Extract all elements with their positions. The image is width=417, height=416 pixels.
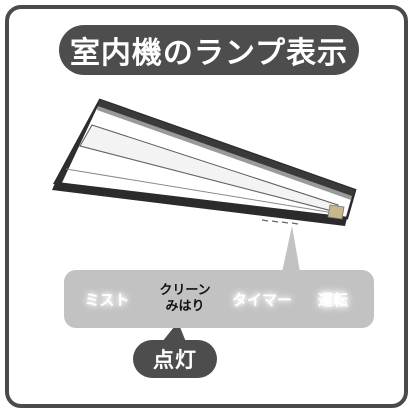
unit-panel-line	[79, 145, 337, 213]
lamp-operation: 運転	[300, 270, 366, 328]
lamp-operation-label: 運転	[317, 290, 348, 309]
lamp-display-panel: ミスト クリーン みはり タイマー 運転	[64, 270, 374, 328]
title-banner: 室内機のランプ表示	[59, 25, 359, 75]
unit-panel-line	[65, 168, 341, 215]
unit-top-rim	[97, 100, 355, 198]
status-badge-label: 点灯	[153, 348, 197, 372]
lamp-mist-label: ミスト	[84, 290, 130, 309]
unit-top-rim-highlight	[97, 106, 352, 200]
unit-bottom-edge	[52, 183, 347, 226]
lamp-timer: タイマー	[226, 270, 298, 328]
status-badge: 点灯	[133, 340, 217, 378]
lamp-clean-watch-line1: クリーン	[159, 283, 211, 298]
display-window	[327, 204, 345, 220]
lamp-timer-label: タイマー	[231, 290, 292, 309]
page-title: 室内機のランプ表示	[69, 36, 349, 71]
callout-pointer	[282, 226, 300, 272]
lamp-mist: ミスト	[74, 270, 140, 328]
lamp-clean-watch-line2: みはり	[165, 299, 205, 314]
lamp-clean-watch: クリーン みはり	[150, 270, 220, 328]
unit-lamp-marks	[261, 219, 299, 225]
unit-left-end	[55, 100, 100, 187]
